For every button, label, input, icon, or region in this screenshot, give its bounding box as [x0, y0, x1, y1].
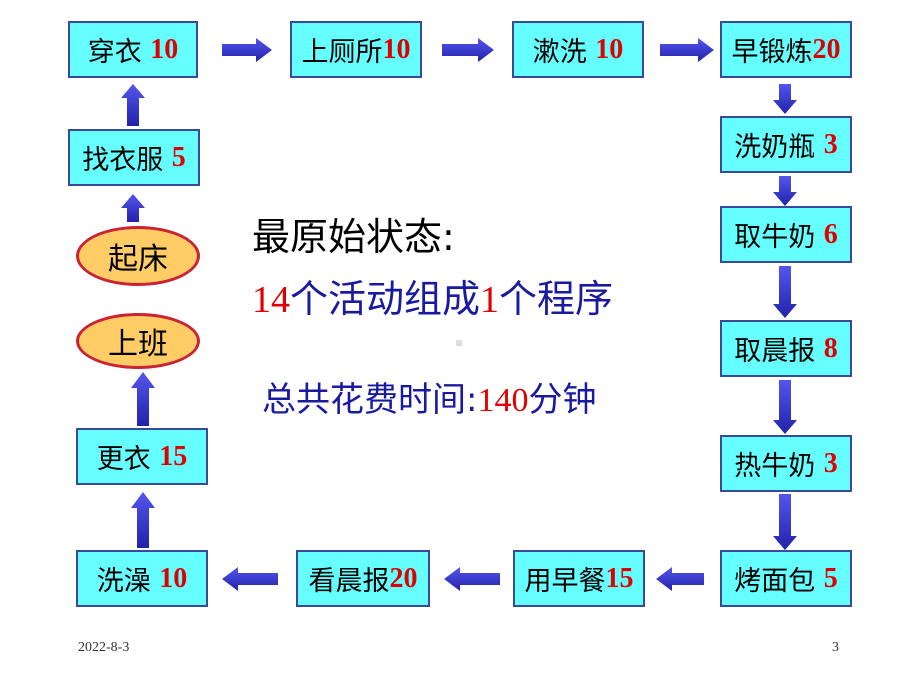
activity-minutes: 3: [823, 128, 838, 160]
arrow-right-3: [660, 38, 714, 62]
activity-label: 洗奶瓶: [734, 132, 816, 163]
summary-end-text: 个程序: [499, 277, 614, 321]
total-prefix: 总共花费时间:: [262, 380, 478, 420]
arrow-down-1: [773, 84, 797, 114]
activity-minutes: 10: [159, 562, 188, 594]
start-node: 起床: [76, 226, 200, 286]
decor-dot: [456, 340, 462, 346]
activity-minutes: 10: [595, 33, 624, 65]
activity-label: 漱洗: [532, 37, 587, 68]
activity-label: 穿衣: [87, 37, 142, 68]
activity-renai: 热牛奶 3: [720, 435, 852, 492]
activity-label: 用早餐: [524, 566, 606, 597]
activity-label: 早锻炼: [731, 37, 813, 68]
arrow-up-3: [121, 194, 145, 222]
activity-kaomianbao: 烤面包 5: [720, 550, 852, 607]
arrow-left-1: [656, 567, 704, 591]
arrow-up-4: [121, 84, 145, 126]
arrow-down-2: [773, 176, 797, 206]
activity-label: 洗澡: [96, 566, 151, 597]
activity-minutes: 5: [171, 141, 186, 173]
arrow-left-3: [222, 567, 278, 591]
program-count: 1: [480, 279, 500, 321]
activity-count: 14: [252, 279, 290, 321]
arrow-right-1: [222, 38, 272, 62]
activity-xizao: 洗澡 10: [76, 550, 208, 607]
activity-label: 上厕所: [301, 37, 383, 68]
arrow-down-3: [773, 266, 797, 318]
activity-label: 找衣服: [82, 145, 164, 176]
total-suffix: 分钟: [528, 380, 597, 420]
arrow-up-1: [131, 492, 155, 548]
activity-gengyi: 更衣 15: [76, 428, 208, 485]
activity-xinaiping: 洗奶瓶 3: [720, 116, 852, 173]
arrow-down-5: [773, 494, 797, 550]
activity-label: 热牛奶: [734, 451, 816, 482]
activity-minutes: 3: [823, 447, 838, 479]
footer-date: 2022-8-3: [78, 640, 130, 655]
activity-chuanyi: 穿衣 10: [68, 21, 198, 78]
activity-shuxi: 漱洗 10: [512, 21, 644, 78]
summary-title: 最原始状态:: [252, 215, 455, 259]
activity-qunai: 取牛奶 6: [720, 206, 852, 263]
activity-minutes: 8: [823, 332, 838, 364]
activity-minutes: 15: [159, 440, 188, 472]
activity-minutes: 20: [389, 562, 418, 594]
activity-zhaoyifu: 找衣服 5: [68, 129, 200, 186]
activity-minutes: 10: [150, 33, 179, 65]
activity-label: 烤面包: [734, 566, 816, 597]
activity-label: 取牛奶: [734, 222, 816, 253]
activity-minutes: 10: [382, 33, 411, 65]
activity-minutes: 6: [823, 218, 838, 250]
footer-page-number: 3: [832, 640, 839, 655]
arrow-right-2: [442, 38, 494, 62]
activity-label: 看晨报: [308, 566, 390, 597]
arrow-up-2: [131, 372, 155, 426]
total-minutes: 140: [477, 382, 529, 419]
end-node: 上班: [76, 313, 200, 369]
arrow-down-4: [773, 380, 797, 434]
summary-activities: 14个活动组成1个程序: [252, 268, 613, 323]
activity-quchenbao: 取晨报 8: [720, 320, 852, 377]
summary-total: 总共花费时间:140分钟: [262, 372, 596, 421]
activity-minutes: 15: [605, 562, 634, 594]
end-label: 上班: [108, 327, 168, 362]
arrow-left-2: [444, 567, 500, 591]
activity-minutes: 5: [823, 562, 838, 594]
activity-label: 更衣: [96, 444, 151, 475]
activity-minutes: 20: [812, 33, 841, 65]
summary-mid-text: 个活动组成: [290, 277, 481, 321]
start-label: 起床: [108, 242, 168, 277]
activity-label: 取晨报: [734, 336, 816, 367]
